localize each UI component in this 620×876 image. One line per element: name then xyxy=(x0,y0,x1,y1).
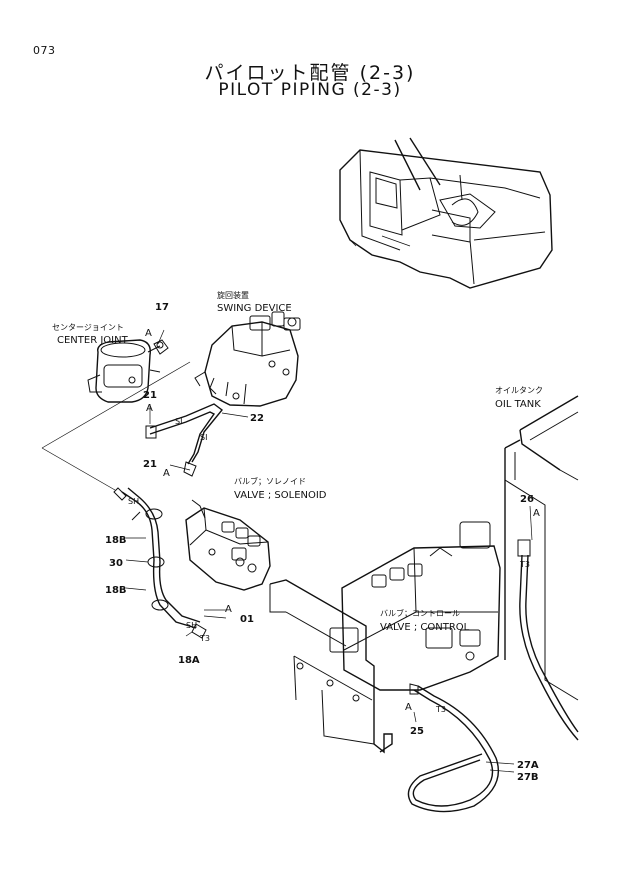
callout-27b: 27B xyxy=(517,772,539,783)
oil-tank-label-en: OIL TANK xyxy=(495,399,541,410)
swing-device-drawing xyxy=(194,311,301,407)
port-marker-sh-lower: SH xyxy=(186,621,197,630)
port-marker-t3-right: T3 xyxy=(519,560,530,569)
valve-bracket-drawing xyxy=(269,579,393,754)
callout-26: 26 xyxy=(520,494,534,505)
callout-22: 22 xyxy=(250,413,264,424)
solenoid-valve-label-jp: バルブ；ソレノイド xyxy=(234,476,306,486)
pilot-lines xyxy=(41,329,579,813)
swing-device-label-jp: 旋回装置 xyxy=(217,290,249,300)
swing-device-label-en: SWING DEVICE xyxy=(217,303,292,314)
oil-tank-label-jp: オイルタンク xyxy=(495,386,543,395)
control-valve-label-en: VALVE ; CONTROL xyxy=(380,622,470,633)
callout-27a: 27A xyxy=(517,760,539,771)
marker-a-21-upper: A xyxy=(146,403,153,414)
callout-18b-upper: 18B xyxy=(105,535,127,546)
marker-a-25: A xyxy=(405,702,412,713)
control-valve-drawing xyxy=(341,521,501,691)
solenoid-valve-drawing xyxy=(185,499,271,591)
center-joint-label-jp: センタージョイント xyxy=(52,323,124,332)
callout-18b-lower: 18B xyxy=(105,585,127,596)
page-title-english: PILOT PIPING (2-3) xyxy=(218,80,402,100)
center-joint-label-en: CENTER JOINT xyxy=(57,335,129,346)
callout-21-lower: 21 xyxy=(143,459,157,470)
oil-tank-drawing xyxy=(504,395,579,701)
excavator-key-drawing xyxy=(339,137,553,289)
callout-30: 30 xyxy=(109,558,123,569)
marker-a-26: A xyxy=(533,508,540,519)
callout-01: 01 xyxy=(240,614,254,625)
solenoid-valve-label-en: VALVE ; SOLENOID xyxy=(234,490,327,501)
marker-a-01: A xyxy=(225,604,232,615)
port-marker-si-left: SI xyxy=(175,417,182,426)
page-number: 073 xyxy=(33,44,56,57)
center-joint-drawing xyxy=(87,339,164,403)
control-valve-label-jp: バルブ；コントロール xyxy=(380,608,460,618)
marker-a-17: A xyxy=(145,328,152,339)
marker-a-21-lower: A xyxy=(163,468,170,479)
callout-18a: 18A xyxy=(178,655,200,666)
port-marker-sh-upper: SH xyxy=(128,497,139,506)
callout-25: 25 xyxy=(410,726,424,737)
page-title-japanese: パイロット配管 (2-3) xyxy=(204,62,416,84)
callout-17: 17 xyxy=(155,302,169,313)
port-marker-t3-left: T3 xyxy=(199,634,210,643)
port-marker-t3-center: T3 xyxy=(435,705,446,714)
callout-21-upper: 21 xyxy=(143,390,157,401)
port-marker-si-right: SI xyxy=(200,433,207,442)
